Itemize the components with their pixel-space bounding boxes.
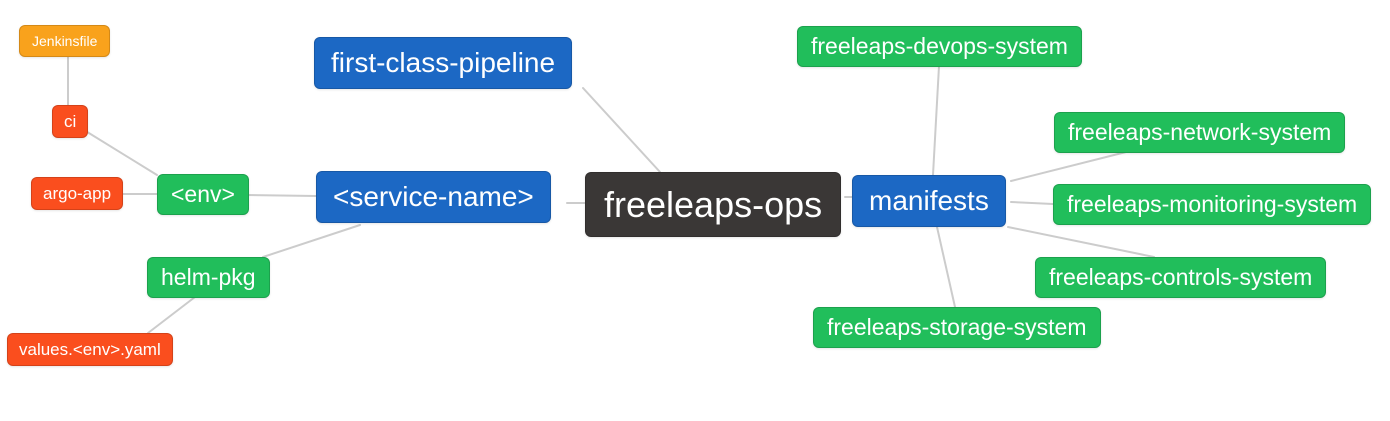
node-label: argo-app: [43, 183, 112, 203]
node-label: freeleaps-storage-system: [827, 314, 1087, 340]
node-freeleaps-network-system[interactable]: freeleaps-network-system: [1054, 112, 1346, 153]
node-label: values.<env>.yaml: [19, 339, 161, 359]
node-label: <env>: [171, 181, 235, 207]
node-manifests[interactable]: manifests: [852, 175, 1006, 227]
node-freeleaps-devops-system[interactable]: freeleaps-devops-system: [797, 26, 1082, 67]
node-first-class-pipeline[interactable]: first-class-pipeline: [314, 37, 573, 89]
edge-manifests-devops: [932, 65, 940, 176]
node-argo-app[interactable]: argo-app: [31, 177, 124, 210]
node-label: ci: [64, 111, 77, 131]
node-label: Jenkinsfile: [32, 33, 98, 49]
node-label: first-class-pipeline: [331, 47, 556, 78]
node-label: <service-name>: [333, 181, 534, 212]
edge-manifests-monitoring: [1010, 201, 1054, 205]
node-helm-pkg[interactable]: helm-pkg: [147, 257, 270, 298]
edge-env-service: [244, 194, 317, 197]
edge-pipeline-ops: [582, 87, 661, 173]
node-freeleaps-ops[interactable]: freeleaps-ops: [585, 172, 842, 237]
edge-ci-env: [83, 129, 158, 176]
node-freeleaps-monitoring-system[interactable]: freeleaps-monitoring-system: [1053, 184, 1372, 225]
node-env[interactable]: <env>: [157, 174, 249, 215]
node-label: freeleaps-devops-system: [811, 33, 1068, 59]
node-ci[interactable]: ci: [52, 105, 89, 138]
edge-manifests-storage: [936, 226, 956, 308]
edge-manifests-network: [1010, 150, 1131, 182]
node-jenkinsfile[interactable]: Jenkinsfile: [19, 25, 111, 57]
edge-helm-service: [262, 224, 361, 258]
node-label: freeleaps-ops: [604, 183, 823, 225]
node-values-env-yaml[interactable]: values.<env>.yaml: [7, 333, 173, 366]
node-freeleaps-storage-system[interactable]: freeleaps-storage-system: [813, 307, 1101, 348]
edge-manifests-controls: [1007, 226, 1155, 258]
node-freeleaps-controls-system[interactable]: freeleaps-controls-system: [1035, 257, 1327, 298]
node-service-name[interactable]: <service-name>: [316, 171, 551, 223]
node-label: manifests: [869, 185, 989, 216]
node-label: helm-pkg: [161, 264, 256, 290]
node-label: freeleaps-controls-system: [1049, 264, 1313, 290]
edge-values-helm: [147, 296, 196, 334]
node-label: freeleaps-monitoring-system: [1067, 191, 1358, 217]
node-label: freeleaps-network-system: [1068, 119, 1332, 145]
